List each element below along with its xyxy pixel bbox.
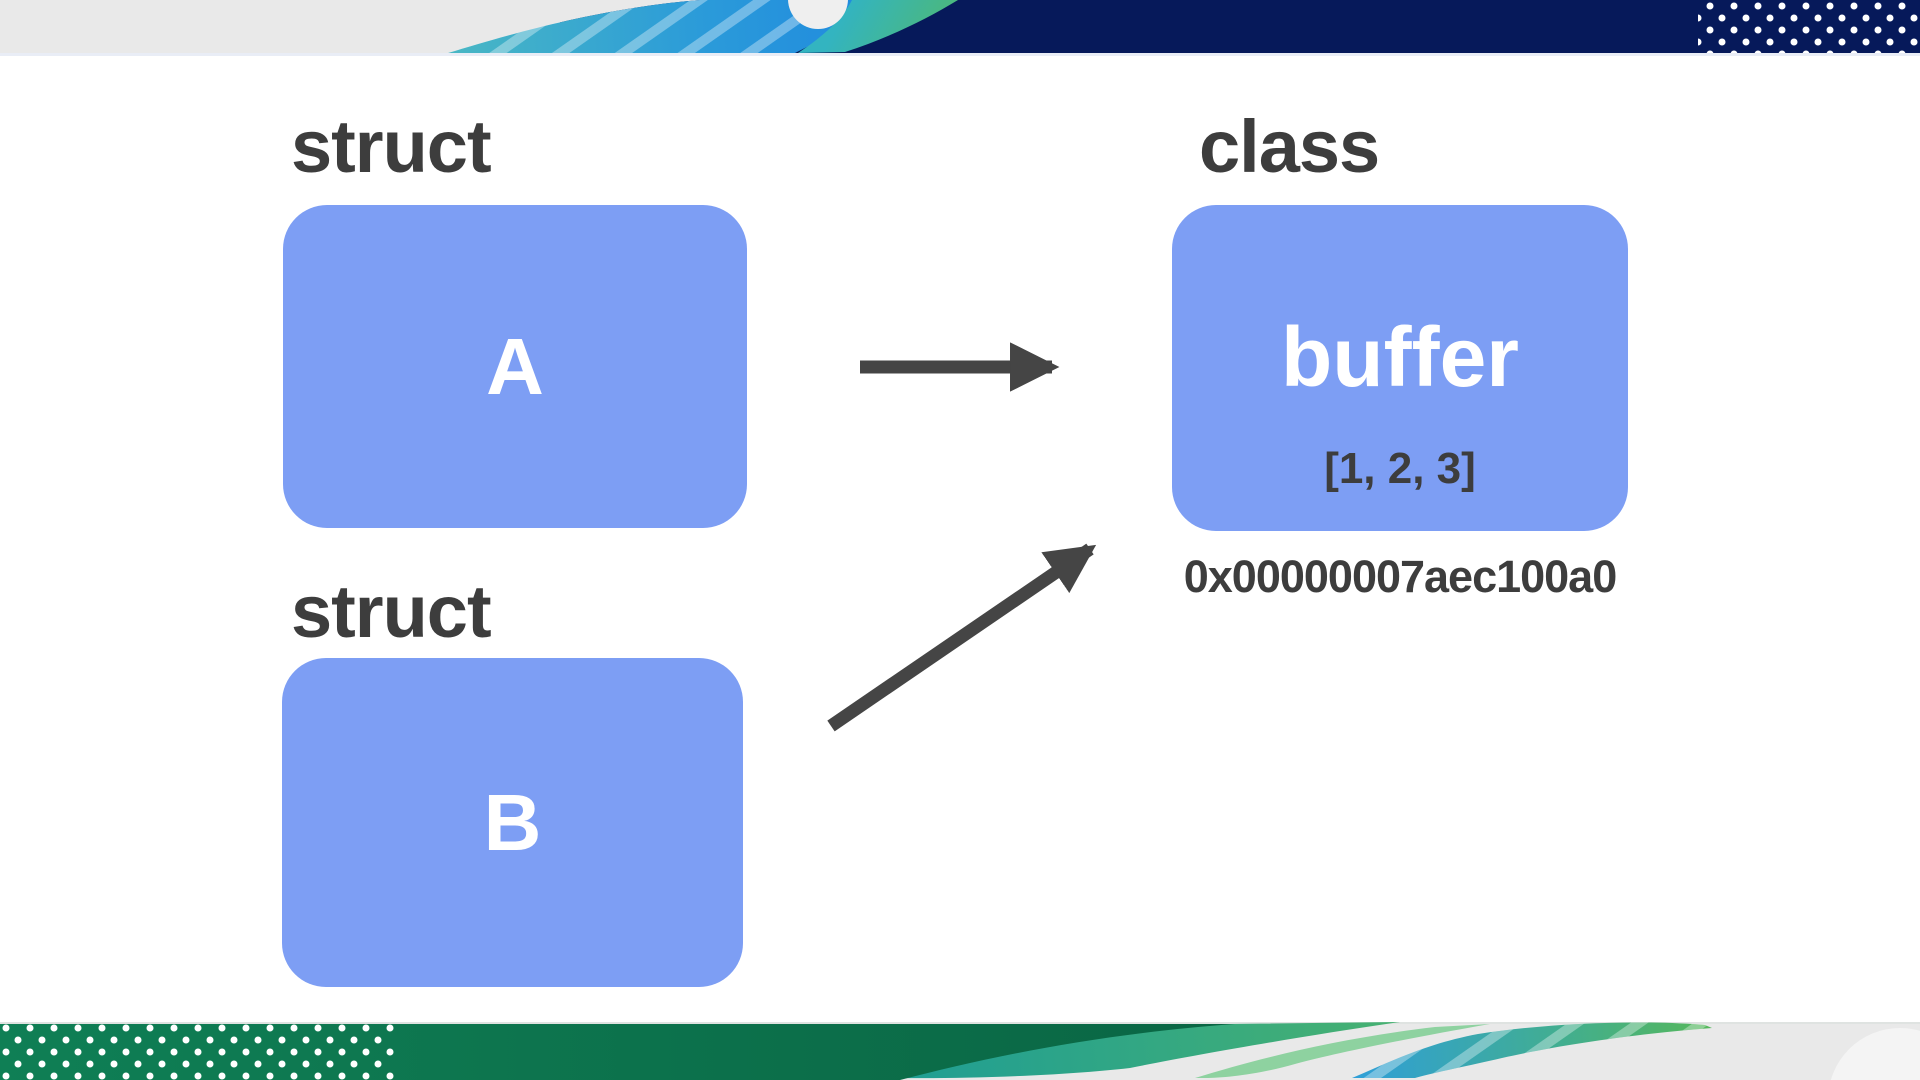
struct-a-name: A — [486, 321, 544, 411]
bottom-lightgreen-wave — [1195, 1024, 1490, 1078]
struct-b-label: struct — [291, 570, 492, 653]
bottom-circle-accent — [1830, 1028, 1920, 1080]
bottom-teal-wave — [898, 1022, 1400, 1079]
top-right-dots — [1698, 0, 1920, 53]
top-band-divider — [0, 53, 1920, 56]
bottom-decoration — [0, 1022, 1920, 1080]
top-teal-green-wedge — [798, 0, 958, 53]
memory-address: 0x00000007aec100a0 — [1183, 551, 1617, 602]
top-decoration — [0, 0, 1920, 56]
bottom-left-dots — [0, 1024, 398, 1080]
arrow-up-right-icon — [827, 543, 1097, 732]
buffer-value: [1, 2, 3] — [1324, 444, 1476, 493]
struct-b-box: B — [282, 658, 743, 987]
top-striped-wave-overlay — [448, 0, 905, 53]
top-circle-notch — [788, 0, 848, 29]
top-gray-wave — [0, 0, 700, 53]
bottom-striped-wave-overlay — [1352, 1022, 1712, 1078]
struct-a-label: struct — [291, 105, 492, 188]
struct-b-name: B — [483, 777, 542, 867]
buffer-title: buffer — [1281, 310, 1519, 404]
class-label: class — [1199, 105, 1380, 188]
class-buffer-box: buffer [1, 2, 3] — [1172, 205, 1628, 531]
bottom-band-divider — [0, 1022, 1920, 1024]
struct-a-box: A — [283, 205, 747, 528]
